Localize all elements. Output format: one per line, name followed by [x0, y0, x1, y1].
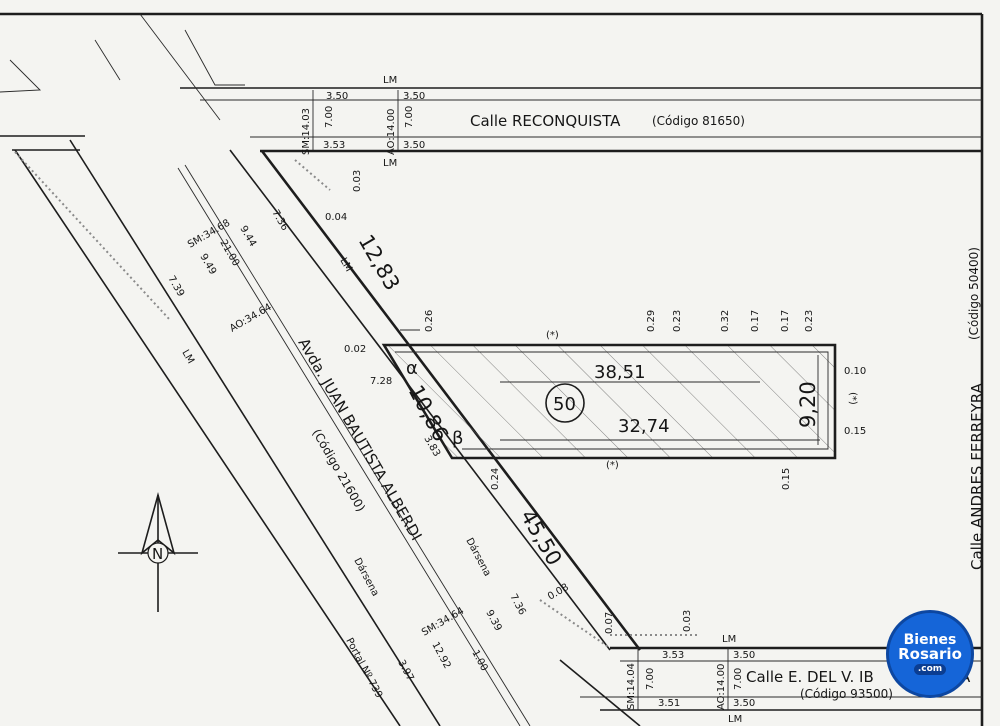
dim-007: 0.07	[604, 612, 615, 634]
dim-350-b: 3.50	[403, 91, 425, 102]
lot-number-circle	[545, 383, 585, 423]
dim-008: 0.08	[546, 582, 571, 603]
dim-353-b: 3.53	[662, 650, 684, 661]
dim-023-a: 0.23	[672, 310, 683, 332]
lot-south-side: 32,74	[618, 416, 670, 437]
sheet-frame	[0, 12, 984, 726]
block-corner-top: 12,83	[354, 231, 405, 295]
north-label: N	[152, 545, 163, 563]
dim-004: 0.04	[325, 212, 347, 223]
dim-017-a: 0.17	[750, 310, 761, 332]
dim-736-bot: 7.36	[507, 592, 527, 617]
dim-sm-top: SM:14.03	[301, 108, 312, 155]
dim-002: 0.02	[344, 344, 366, 355]
dim-darsena-a: Dársena	[463, 536, 493, 579]
dim-728: 7.28	[370, 376, 392, 387]
dim-lm-bot2: LM	[728, 714, 742, 725]
dim-350-a: 3.50	[326, 91, 348, 102]
dim-032: 0.32	[720, 310, 731, 332]
dim-350-e: 3.50	[733, 698, 755, 709]
dim-lm-top: LM	[383, 75, 397, 86]
dim-944: 9.44	[237, 224, 258, 249]
street-del-valle-code: (Código 93500)	[800, 687, 893, 701]
dim-portal: Portal Nº 739	[343, 636, 384, 700]
bienes-rosario-logo: Bienes Rosario .com	[886, 610, 974, 698]
dim-sm-bot: SM:14.04	[626, 663, 637, 710]
north-arrow-icon	[118, 491, 198, 612]
dim-700-b: 7.00	[404, 106, 415, 128]
logo-line-3: .com	[913, 664, 947, 675]
dim-lines	[312, 90, 820, 710]
dim-lm-top2: LM	[383, 158, 397, 169]
dim-003-bot: 0.03	[682, 610, 693, 632]
dim-100: 1.00	[469, 648, 489, 673]
dim-ao-top: AO:14.00	[386, 109, 397, 155]
dim-351: 3.51	[658, 698, 680, 709]
dim-lm-avda2: LM	[179, 348, 196, 366]
street-del-valle-label: Calle E. DEL V. IB	[746, 668, 874, 686]
street-ferreyra-label: Calle ANDRES FERREYRA	[968, 382, 986, 570]
lot-note-top: (*)	[546, 330, 559, 341]
dim-003-top: 0.03	[352, 170, 363, 192]
block-front-total: 45,50	[516, 506, 567, 570]
logo-line-1: Bienes	[903, 632, 957, 648]
lot-50	[381, 343, 837, 460]
dim-949: 9.49	[197, 252, 218, 277]
lot-note-side: (*)	[847, 392, 858, 405]
street-reconquista-code: (Código 81650)	[652, 114, 745, 128]
lot-note-bottom: (*)	[606, 460, 619, 471]
dim-939: 9.39	[483, 608, 503, 633]
dim-lm-bot: LM	[722, 634, 736, 645]
calle-reconquista	[0, 87, 982, 153]
dim-024: 0.24	[490, 468, 501, 490]
lot-north-side: 38,51	[594, 362, 646, 383]
lot-number: 50	[553, 394, 576, 415]
lot-angle-beta: β	[452, 428, 464, 449]
dim-700-c: 7.00	[645, 668, 656, 690]
dim-736-top: 7.36	[269, 208, 290, 233]
dim-350-c: 3.50	[403, 140, 425, 151]
street-ferreyra-code: (Código 50400)	[967, 247, 981, 340]
dim-ao-bot: AO:14.00	[716, 664, 727, 710]
dim-ao-avda: AO:34.64	[228, 302, 274, 335]
dim-010: 0.10	[844, 366, 866, 377]
lot-depth: 9,20	[796, 381, 820, 428]
dim-sm-avda-bot: SM:34.64	[420, 606, 466, 639]
dim-700-d: 7.00	[733, 668, 744, 690]
street-reconquista-label: Calle RECONQUISTA	[470, 112, 621, 130]
dim-350-d: 3.50	[733, 650, 755, 661]
dim-353-a: 3.53	[323, 140, 345, 151]
dim-017-b: 0.17	[780, 310, 791, 332]
lot-angle-alpha: α	[406, 358, 418, 379]
dim-029: 0.29	[646, 310, 657, 332]
dim-2100: 21.00	[217, 238, 241, 268]
dim-1292: 12.92	[429, 640, 452, 670]
dim-700-a: 7.00	[324, 106, 335, 128]
dim-015-a: 0.15	[844, 426, 866, 437]
dim-023-b: 0.23	[804, 310, 815, 332]
dim-015-b: 0.15	[781, 468, 792, 490]
hatch-edges	[14, 151, 700, 649]
dim-026: 0.26	[424, 310, 435, 332]
logo-line-2: Rosario	[898, 645, 962, 663]
dim-397: 3.97	[395, 658, 415, 683]
